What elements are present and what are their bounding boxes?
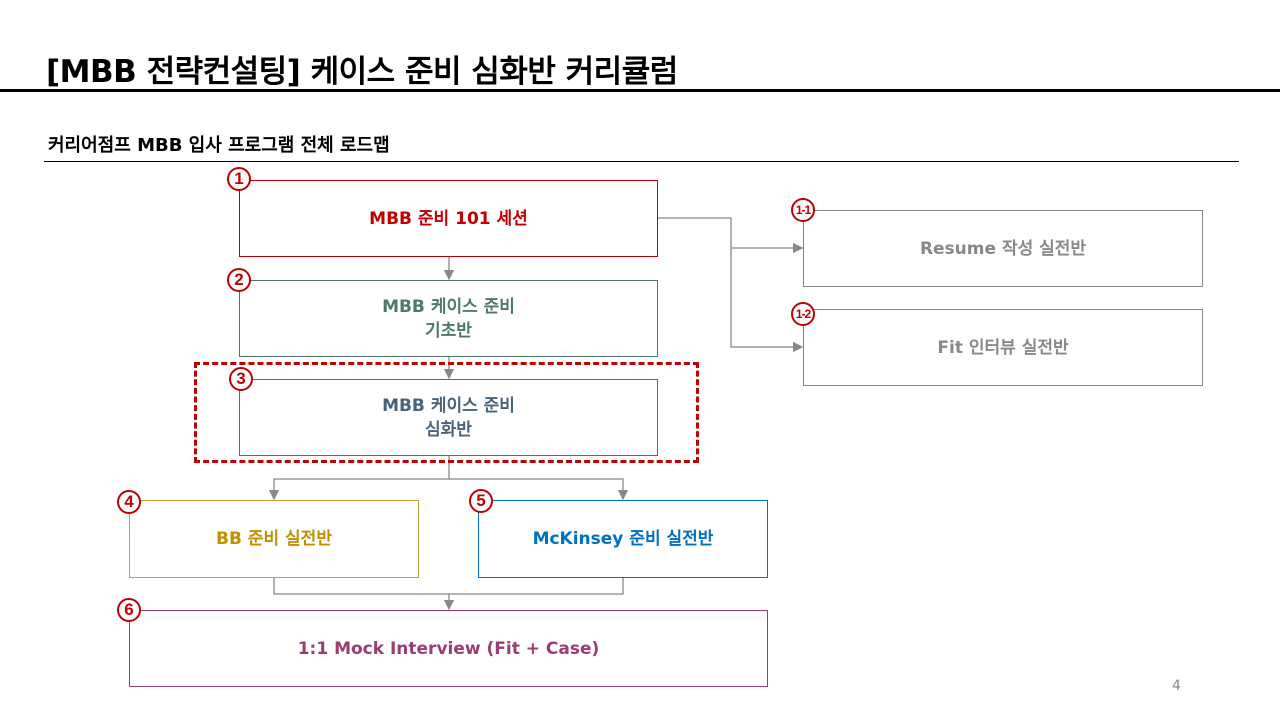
step-1-box: MBB 준비 101 세션 bbox=[239, 180, 658, 257]
step-label: MBB 준비 101 세션 bbox=[369, 208, 528, 229]
section-subtitle: 커리어점프 MBB 입사 프로그램 전체 로드맵 bbox=[48, 135, 390, 156]
step-label: 기초반 bbox=[425, 320, 472, 341]
step-6-number-badge: 6 bbox=[117, 598, 141, 622]
step-5-number-badge: 5 bbox=[469, 489, 493, 513]
step-label: Fit 인터뷰 실전반 bbox=[937, 337, 1069, 358]
step-label: MBB 케이스 준비 bbox=[382, 395, 515, 416]
step-2-number-badge: 2 bbox=[227, 268, 251, 292]
step-label: 1:1 Mock Interview (Fit + Case) bbox=[297, 638, 600, 659]
page-title: [MBB 전략컨설팅] 케이스 준비 심화반 커리큘럼 bbox=[46, 54, 678, 90]
title-divider bbox=[0, 89, 1280, 92]
current-course-highlight bbox=[194, 362, 699, 463]
step-5-box: McKinsey 준비 실전반 bbox=[478, 500, 768, 578]
step-label: Resume 작성 실전반 bbox=[919, 238, 1087, 259]
step-label: McKinsey 준비 실전반 bbox=[532, 529, 714, 549]
step-1-number-badge: 1 bbox=[227, 167, 251, 191]
step-1-1-number-badge: 1-1 bbox=[791, 198, 815, 222]
subtitle-divider bbox=[44, 161, 1239, 162]
step-label: 심화반 bbox=[425, 419, 472, 440]
step-4-number-badge: 4 bbox=[117, 490, 141, 514]
step-3-number-badge: 3 bbox=[229, 367, 253, 391]
step-4-box: BB 준비 실전반 bbox=[129, 500, 419, 578]
page-number: 4 bbox=[1172, 678, 1181, 694]
step-6-box: 1:1 Mock Interview (Fit + Case) bbox=[129, 610, 768, 687]
step-1-2-box: Fit 인터뷰 실전반 bbox=[803, 309, 1203, 386]
step-label: BB 준비 실전반 bbox=[216, 529, 332, 549]
step-1-2-number-badge: 1-2 bbox=[791, 302, 815, 326]
step-1-1-box: Resume 작성 실전반 bbox=[803, 210, 1203, 287]
step-label: MBB 케이스 준비 bbox=[382, 296, 515, 317]
